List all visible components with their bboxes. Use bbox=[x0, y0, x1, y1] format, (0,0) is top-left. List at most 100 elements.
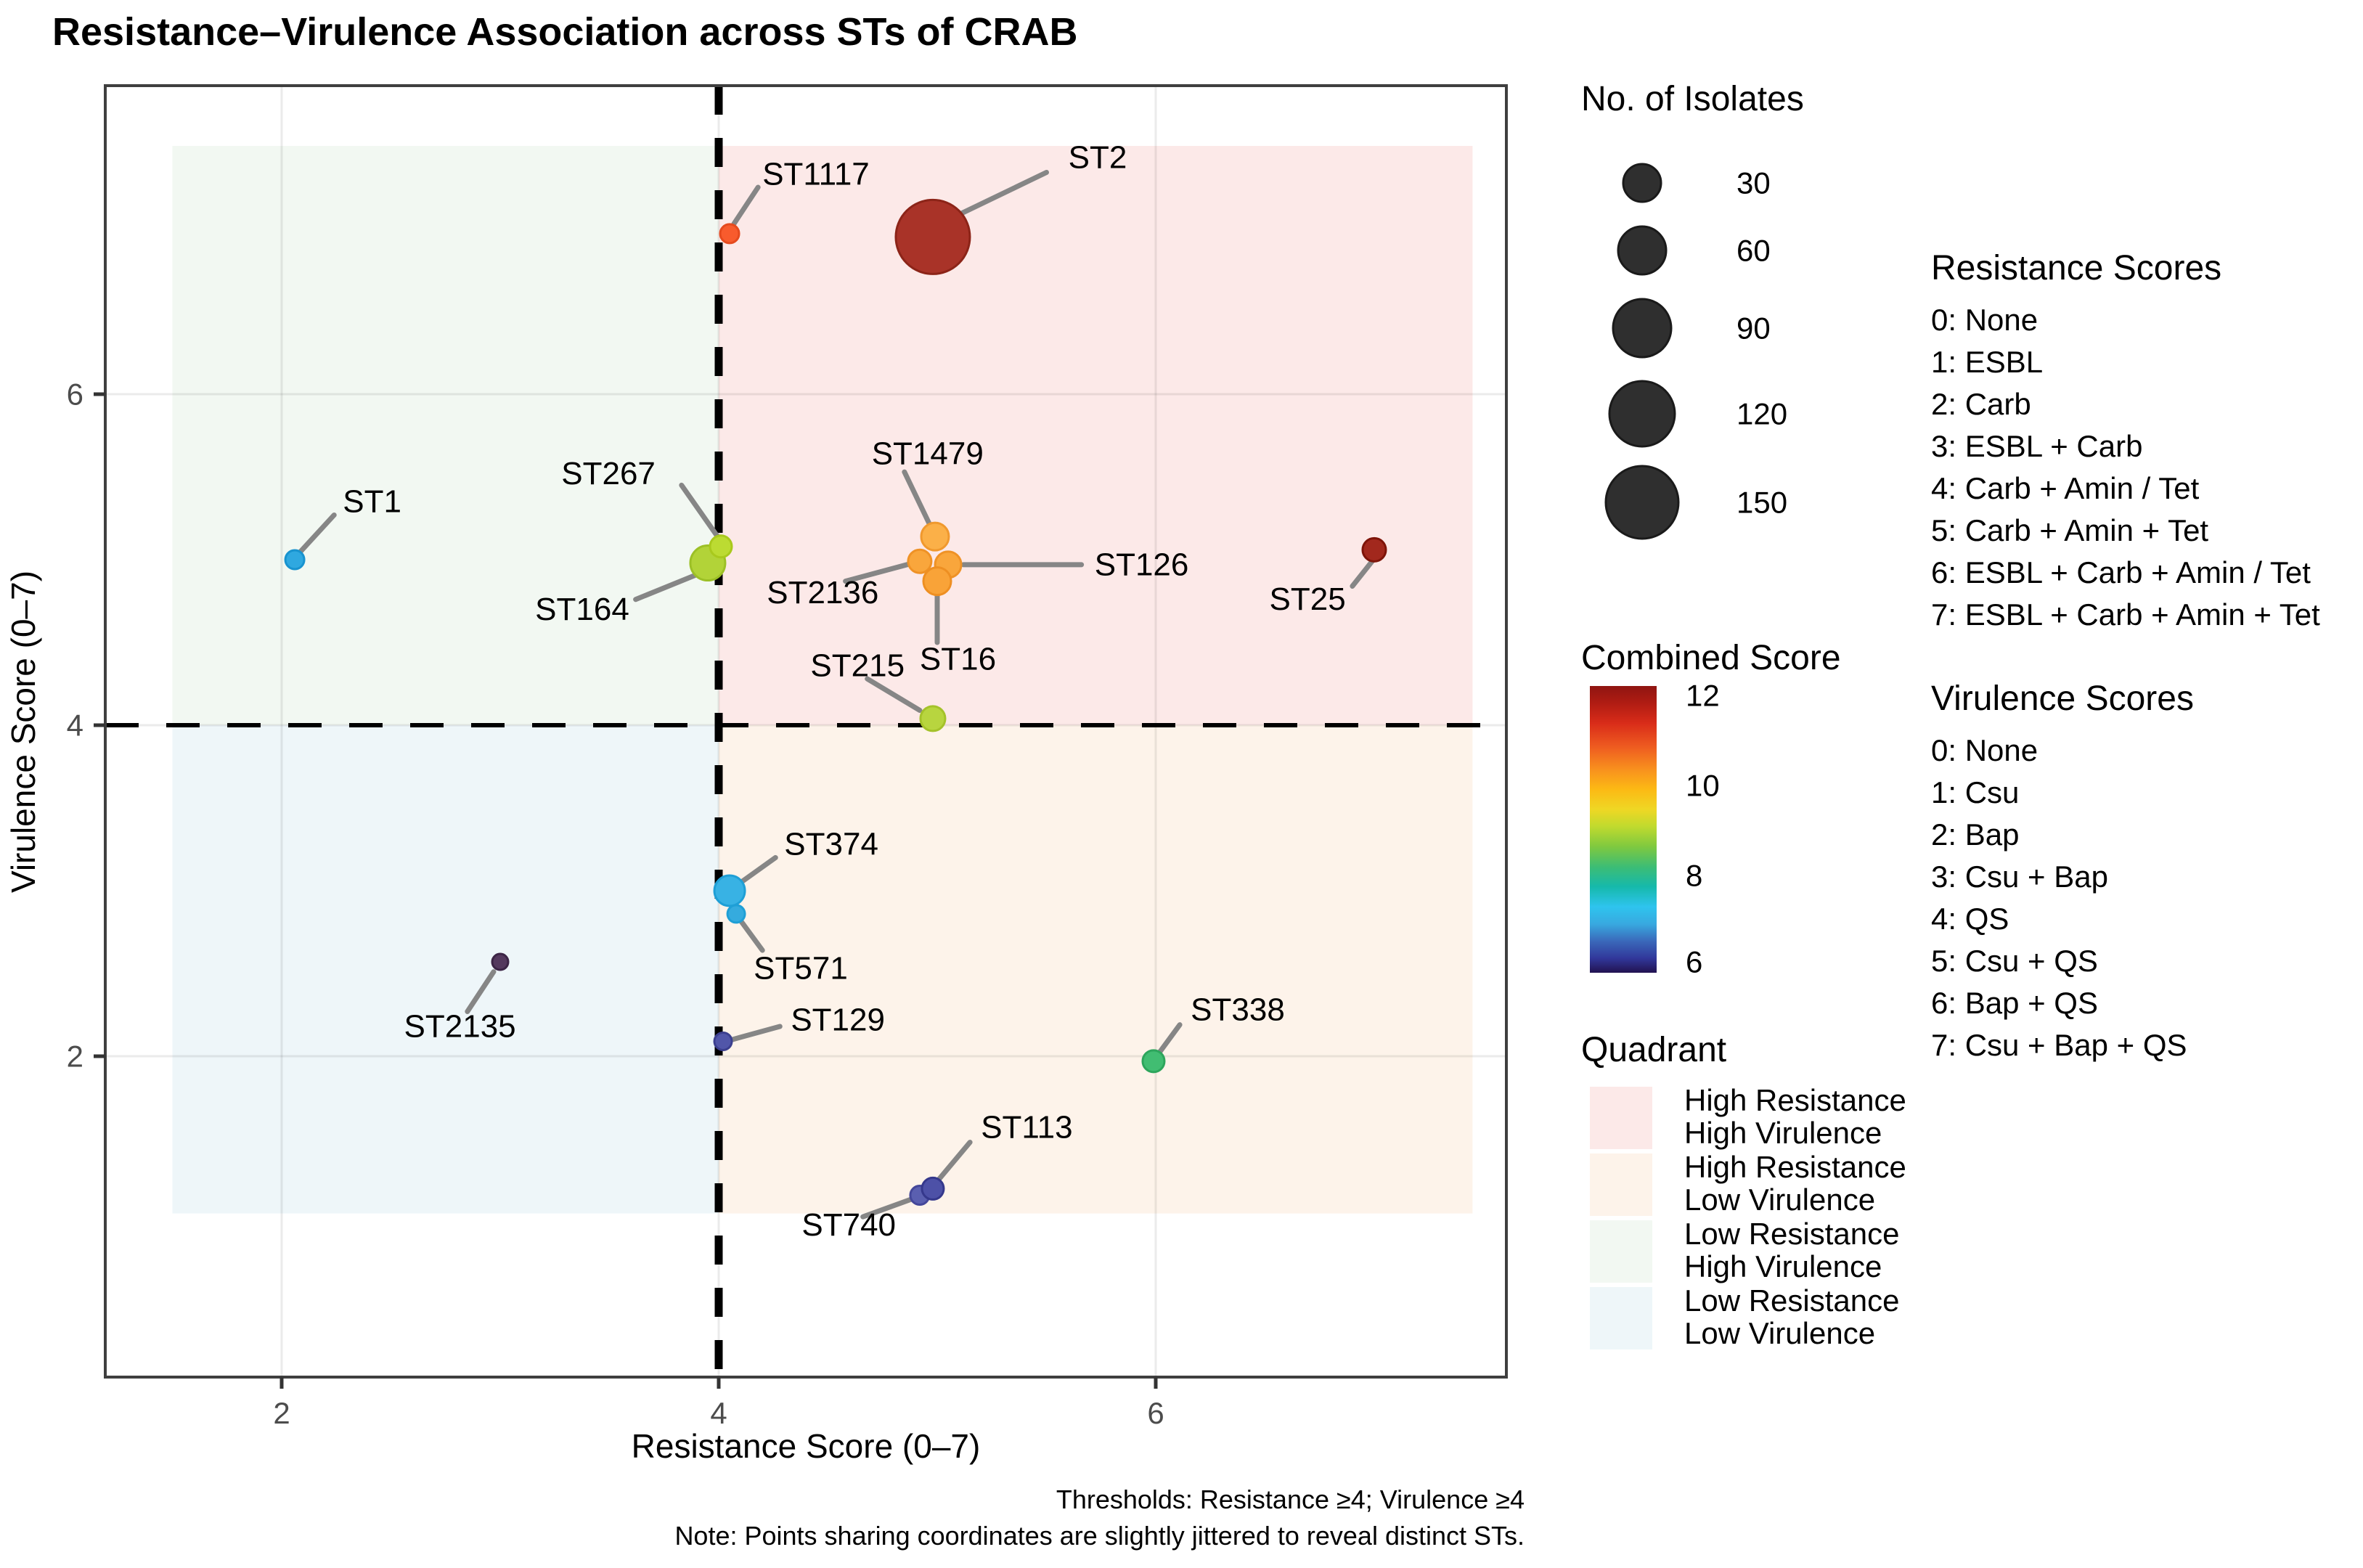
point-label-st215: ST215 bbox=[810, 648, 905, 683]
legend-bubble-60 bbox=[1617, 225, 1668, 276]
y-axis-tick-label: 2 bbox=[67, 1040, 83, 1074]
legend-bubble-label-120: 120 bbox=[1736, 397, 1787, 431]
leader-line-st338 bbox=[1155, 1022, 1183, 1058]
point-label-st2136: ST2136 bbox=[767, 575, 878, 611]
resistance-score-item-1: 1: ESBL bbox=[1931, 345, 2043, 379]
data-point-st1479 bbox=[920, 521, 950, 552]
x-axis-tick-label: 6 bbox=[1147, 1396, 1164, 1430]
quadrant-shade-low-res-high-vir bbox=[172, 146, 719, 725]
point-label-st1479: ST1479 bbox=[872, 436, 984, 472]
legend-bubble-90 bbox=[1612, 298, 1673, 359]
legend-bubble-120 bbox=[1608, 380, 1676, 448]
quadrant-swatch-label-1-0: High Resistance bbox=[1684, 1150, 1906, 1184]
legend-bubble-label-60: 60 bbox=[1736, 234, 1771, 268]
data-point-st2136 bbox=[907, 548, 933, 574]
leader-line-st1117 bbox=[731, 184, 761, 226]
leader-line-st215 bbox=[865, 676, 923, 713]
quadrant-shade-low-res-low-vir bbox=[172, 725, 719, 1214]
data-point-st16 bbox=[922, 566, 952, 597]
point-label-st571: ST571 bbox=[754, 951, 848, 987]
quadrant-shade-high-res-high-vir bbox=[719, 146, 1473, 725]
quadrant-swatch-2 bbox=[1590, 1220, 1652, 1283]
data-point-st338 bbox=[1141, 1049, 1166, 1074]
quadrant-shade-high-res-low-vir bbox=[719, 725, 1473, 1214]
data-point-st374 bbox=[713, 874, 746, 907]
data-point-st571 bbox=[726, 904, 746, 924]
point-label-st1: ST1 bbox=[343, 484, 401, 520]
legend-title-isolates: No. of Isolates bbox=[1581, 80, 1804, 118]
leader-line-st113 bbox=[936, 1140, 973, 1182]
data-point-st2 bbox=[894, 198, 971, 275]
resistance-score-item-0: 0: None bbox=[1931, 303, 2038, 337]
point-label-st1117: ST1117 bbox=[762, 156, 870, 192]
legend-bubble-label-90: 90 bbox=[1736, 311, 1771, 346]
y-axis-title: Virulence Score (0–7) bbox=[4, 571, 42, 893]
quadrant-swatch-1 bbox=[1590, 1153, 1652, 1216]
quadrant-swatch-label-1-1: Low Virulence bbox=[1684, 1183, 1875, 1217]
leader-line-st2136 bbox=[843, 560, 916, 584]
data-point-st2135 bbox=[491, 952, 510, 971]
legend-bubble-label-30: 30 bbox=[1736, 166, 1771, 200]
leader-line-st267 bbox=[679, 482, 722, 541]
data-point-st267 bbox=[709, 534, 733, 559]
virulence-score-item-6: 6: Bap + QS bbox=[1931, 986, 2098, 1020]
point-label-st338: ST338 bbox=[1191, 992, 1285, 1028]
virulence-score-item-3: 3: Csu + Bap bbox=[1931, 859, 2108, 894]
quadrant-swatch-label-2-0: Low Resistance bbox=[1684, 1217, 1899, 1251]
leader-line-st740 bbox=[860, 1196, 916, 1220]
leader-line-st1479 bbox=[902, 469, 934, 529]
point-label-st126: ST126 bbox=[1095, 547, 1189, 582]
point-label-st16: ST16 bbox=[920, 641, 996, 677]
legend-bubble-label-150: 150 bbox=[1736, 486, 1787, 520]
colorbar bbox=[1590, 686, 1657, 973]
leader-line-st164 bbox=[633, 572, 700, 603]
quadrant-swatch-label-0-1: High Virulence bbox=[1684, 1116, 1882, 1150]
data-point-st129 bbox=[713, 1031, 733, 1051]
leader-line-st25 bbox=[1350, 558, 1375, 589]
virulence-score-item-5: 5: Csu + QS bbox=[1931, 944, 2098, 978]
x-axis-tick-label: 4 bbox=[710, 1396, 727, 1430]
point-label-st25: ST25 bbox=[1270, 581, 1346, 617]
quadrant-swatch-label-3-0: Low Resistance bbox=[1684, 1283, 1899, 1318]
leader-line-st2135 bbox=[465, 969, 497, 1014]
point-label-st164: ST164 bbox=[535, 592, 629, 627]
x-axis-title: Resistance Score (0–7) bbox=[632, 1427, 981, 1465]
colorbar-tick-label-12: 12 bbox=[1686, 679, 1720, 713]
x-axis-tick-label: 2 bbox=[273, 1396, 290, 1430]
leader-line-st129 bbox=[729, 1024, 783, 1042]
legend-title-quadrant: Quadrant bbox=[1581, 1031, 1726, 1069]
data-point-st215 bbox=[919, 705, 947, 732]
virulence-score-item-4: 4: QS bbox=[1931, 902, 2009, 936]
resistance-score-item-6: 6: ESBL + Carb + Amin / Tet bbox=[1931, 555, 2311, 589]
quadrant-swatch-0 bbox=[1590, 1087, 1652, 1149]
y-axis-tick-label: 4 bbox=[67, 709, 83, 743]
data-point-st113 bbox=[921, 1176, 945, 1201]
resistance-score-item-4: 4: Carb + Amin / Tet bbox=[1931, 471, 2200, 505]
point-label-st267: ST267 bbox=[561, 456, 656, 491]
legend-title-combined-score: Combined Score bbox=[1581, 639, 1841, 677]
caption-line-1: Thresholds: Resistance ≥4; Virulence ≥4 bbox=[1056, 1485, 1525, 1514]
caption-line-2: Note: Points sharing coordinates are sli… bbox=[674, 1521, 1525, 1551]
resistance-score-item-2: 2: Carb bbox=[1931, 387, 2031, 421]
colorbar-tick-label-10: 10 bbox=[1686, 769, 1720, 803]
legend-title-virulence-scores: Virulence Scores bbox=[1931, 679, 2194, 718]
leader-line-st571 bbox=[738, 918, 765, 953]
colorbar-tick-label-8: 8 bbox=[1686, 859, 1702, 893]
point-label-st113: ST113 bbox=[981, 1110, 1072, 1146]
y-axis-tick-label: 6 bbox=[67, 377, 83, 412]
virulence-score-item-2: 2: Bap bbox=[1931, 817, 2019, 852]
point-label-st374: ST374 bbox=[784, 827, 878, 862]
data-point-st1 bbox=[284, 549, 306, 571]
virulence-score-item-0: 0: None bbox=[1931, 733, 2038, 767]
panel-border bbox=[104, 84, 1508, 1379]
resistance-score-item-7: 7: ESBL + Carb + Amin + Tet bbox=[1931, 597, 2320, 632]
chart-title: Resistance–Virulence Association across … bbox=[52, 10, 1078, 54]
resistance-score-item-5: 5: Carb + Amin + Tet bbox=[1931, 513, 2208, 547]
virulence-score-item-1: 1: Csu bbox=[1931, 775, 2019, 809]
quadrant-swatch-label-3-1: Low Virulence bbox=[1684, 1316, 1875, 1350]
point-label-st129: ST129 bbox=[791, 1002, 885, 1037]
legend-title-resistance-scores: Resistance Scores bbox=[1931, 249, 2221, 287]
data-point-st25 bbox=[1361, 536, 1387, 563]
resistance-score-item-3: 3: ESBL + Carb bbox=[1931, 429, 2142, 463]
